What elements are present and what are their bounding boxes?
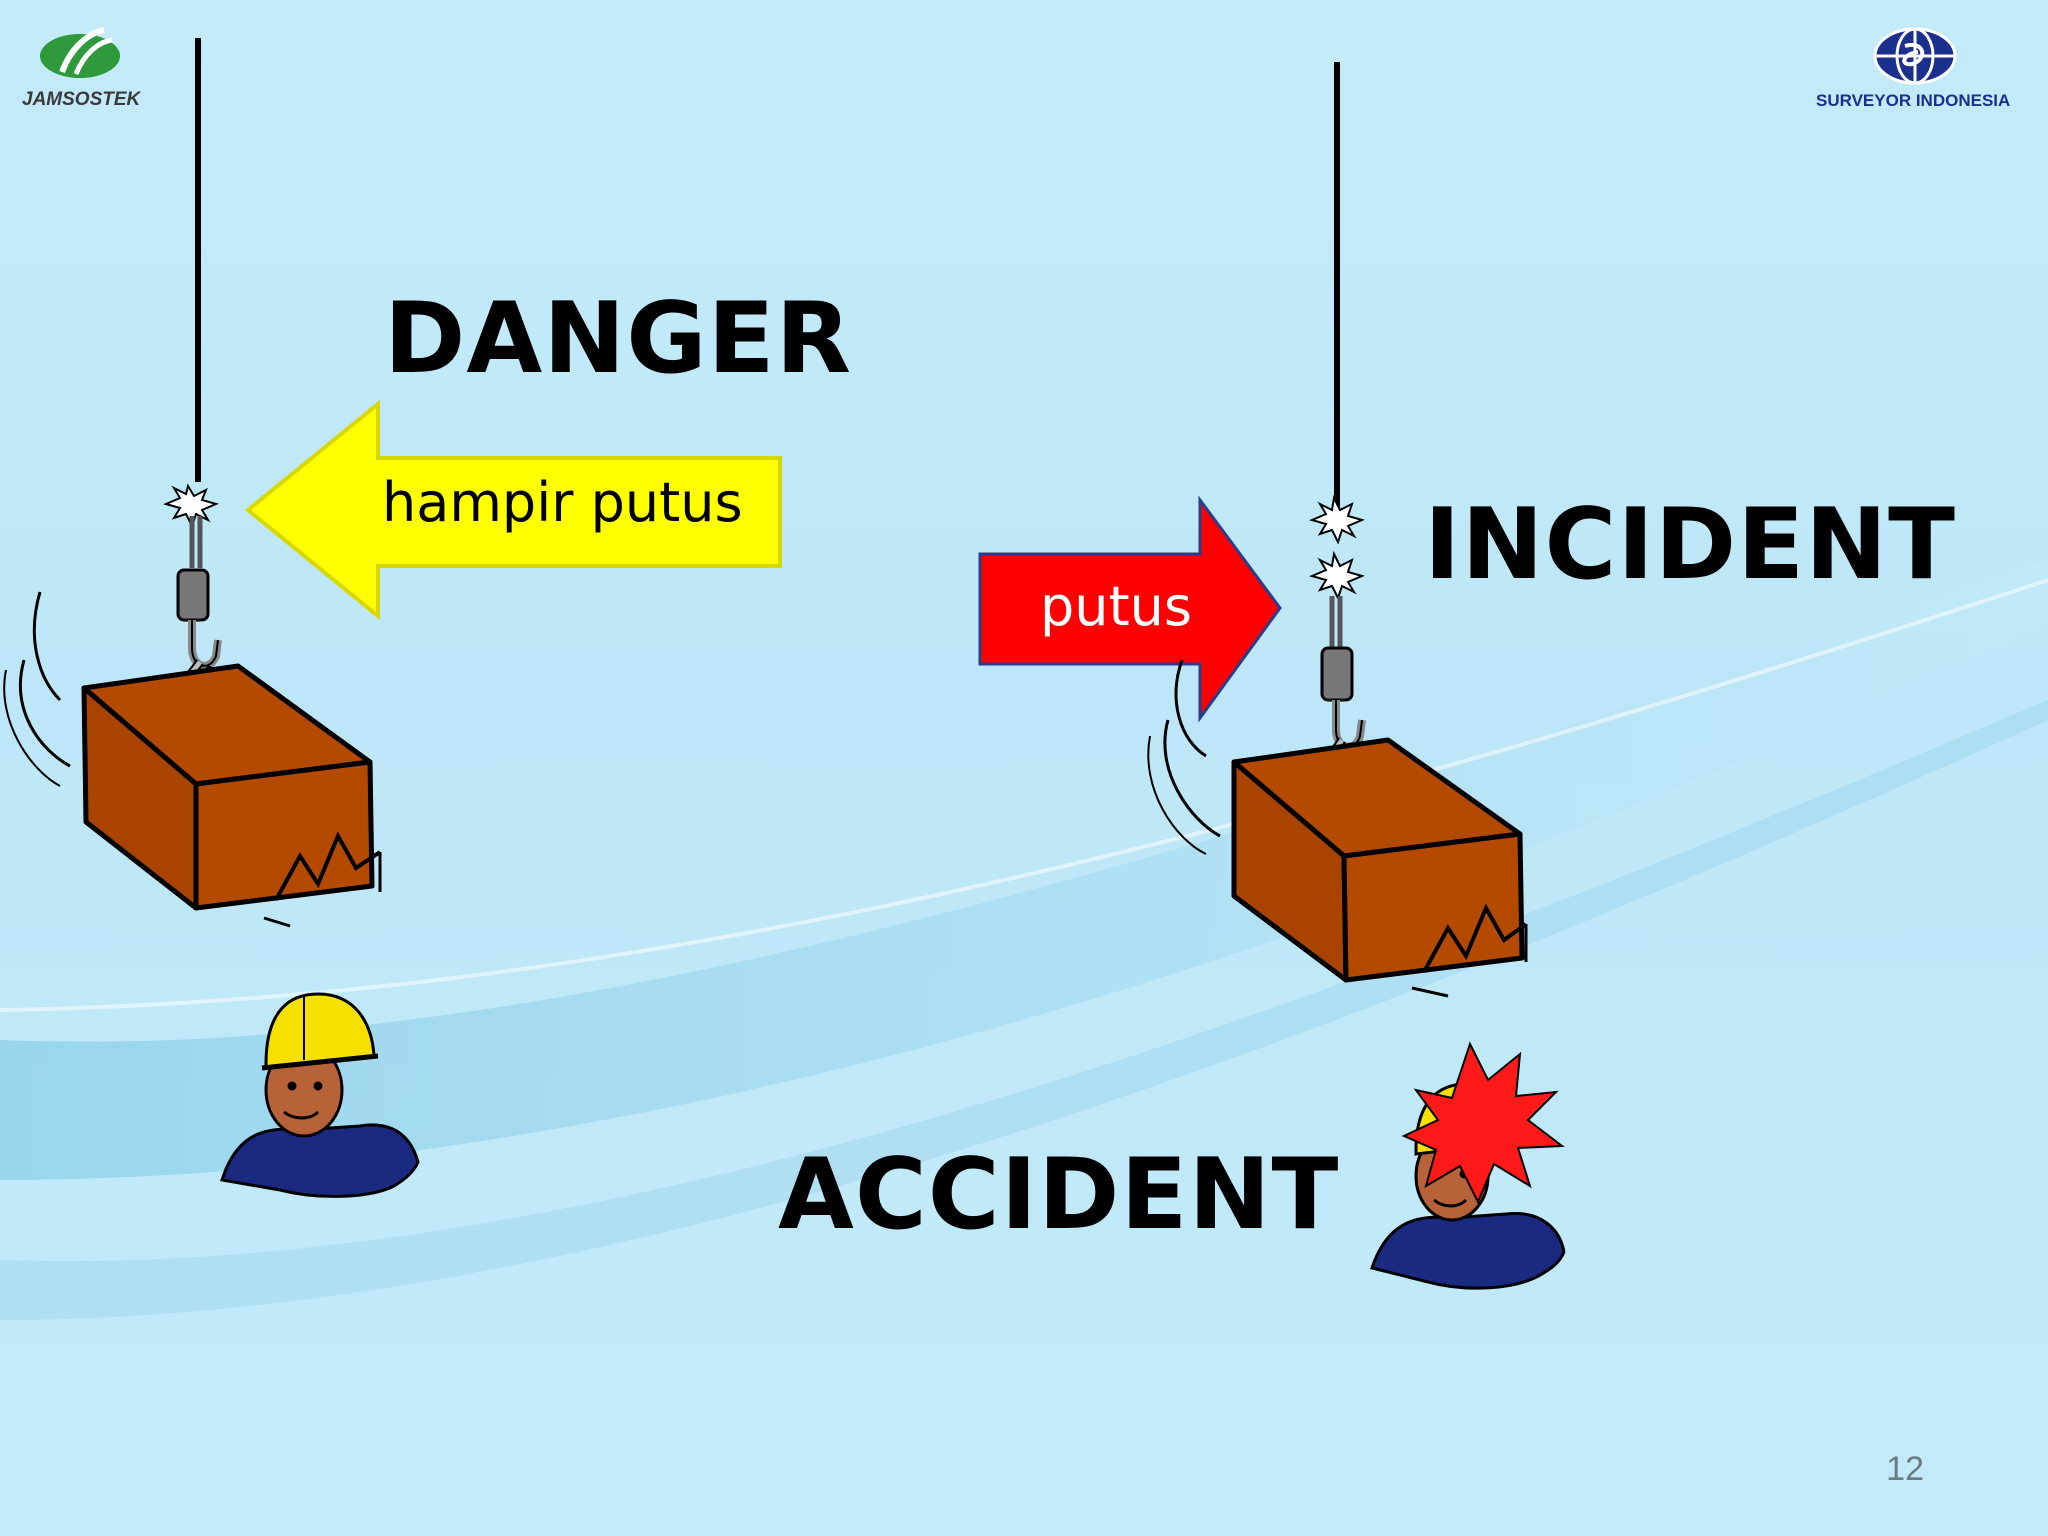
falling-crate xyxy=(1231,737,1525,983)
jamsostek-logo-icon xyxy=(40,27,120,78)
hook-shackle xyxy=(176,568,210,622)
snap-spark-icon xyxy=(1309,494,1365,545)
danger-label: DANGER xyxy=(384,282,853,396)
yellow-left-arrow xyxy=(244,399,782,621)
falling-crate xyxy=(81,663,375,911)
background-swoosh xyxy=(0,560,2048,1320)
incident-label: INCIDENT xyxy=(1424,488,1957,602)
hook-shackle xyxy=(1320,646,1354,702)
jamsostek-logo-text: JAMSOSTEK xyxy=(22,89,141,110)
red-arrow-label: putus xyxy=(1040,575,1193,638)
incident-scene xyxy=(1147,62,1566,1290)
red-right-arrow xyxy=(978,495,1282,723)
snap-spark-icon xyxy=(1309,550,1365,601)
impact-burst-icon xyxy=(1401,1041,1565,1205)
worker-with-helmet xyxy=(220,992,420,1198)
yellow-arrow-label: hampir putus xyxy=(382,471,743,534)
danger-scene xyxy=(3,38,420,1198)
surveyor-indonesia-logo-text: SURVEYOR INDONESIA xyxy=(1816,91,2011,110)
accident-label: ACCIDENT xyxy=(778,1138,1340,1252)
globe-logo-icon xyxy=(1873,27,1957,85)
page-number: 12 xyxy=(1886,1450,1924,1488)
